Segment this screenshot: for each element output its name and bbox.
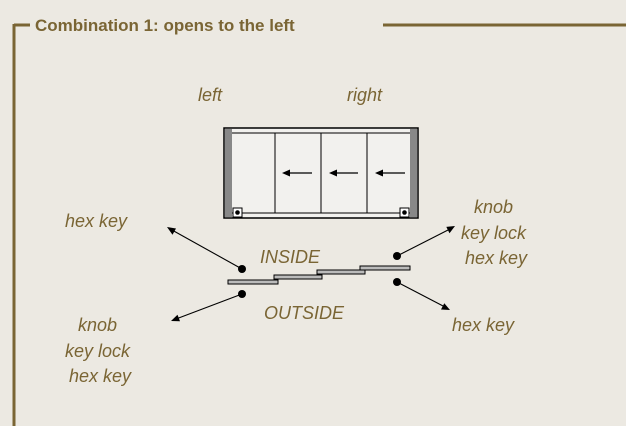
panel-arrow-3 (375, 169, 405, 177)
frame-title: Combination 1: opens to the left (35, 16, 295, 35)
plan-panel-2 (273, 274, 323, 280)
lock-left-icon (235, 210, 240, 215)
label-top-right-line3: hex key (465, 248, 528, 268)
label-bottom-left-line2: key lock (65, 341, 131, 361)
label-bottom-left-line1: knob (78, 315, 117, 335)
door-left-jamb (225, 129, 232, 217)
door-front-view (223, 127, 419, 219)
lock-right-icon (402, 210, 407, 215)
group-frame: Combination 1: opens to the left (12, 16, 626, 426)
door-plan-view (227, 265, 411, 285)
plan-panel-4 (359, 265, 411, 271)
label-top-right-stack: knob key lock hex key (461, 197, 531, 268)
label-bottom-right-hex-key: hex key (452, 315, 515, 335)
leader-bottom-right (393, 278, 450, 310)
label-left: left (198, 85, 223, 105)
panel-arrow-1 (282, 169, 312, 177)
leader-top-right (393, 226, 455, 260)
label-top-left-hex-key: hex key (65, 211, 128, 231)
leader-top-left (167, 227, 246, 273)
label-top-right-line1: knob (474, 197, 513, 217)
door-right-jamb (410, 129, 417, 217)
label-bottom-left-stack: knob key lock hex key (65, 315, 135, 386)
plan-panel-1 (227, 279, 279, 285)
label-bottom-left-line3: hex key (69, 366, 132, 386)
plan-panel-3 (316, 269, 366, 275)
panel-arrow-2 (329, 169, 358, 177)
label-top-right-line2: key lock (461, 223, 527, 243)
leader-bottom-left (171, 290, 246, 322)
label-right: right (347, 85, 383, 105)
label-outside: OUTSIDE (264, 303, 345, 323)
label-inside: INSIDE (260, 247, 321, 267)
